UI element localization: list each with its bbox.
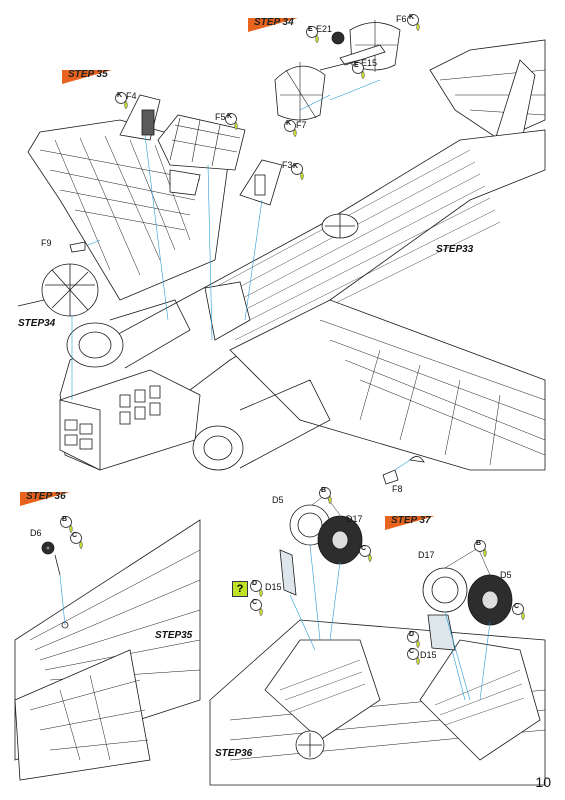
paint-code-letter: K <box>286 120 292 127</box>
paint-drop-icon <box>407 631 420 649</box>
step-36-tab-label: STEP 36 <box>26 491 66 502</box>
step-34-tab-label: STEP 34 <box>254 17 294 28</box>
paint-code-letter: C <box>514 603 520 610</box>
part-d6: D6 <box>30 528 42 538</box>
paint-code-letter: B <box>476 540 482 547</box>
page-number: 10 <box>535 774 551 790</box>
step-36-flag: STEP 36 <box>20 490 80 506</box>
step-35-flag: STEP 35 <box>62 68 122 84</box>
cockpit-canopy-drawing <box>119 94 283 206</box>
paint-code-badge: K <box>284 120 302 145</box>
paint-drop-icon <box>291 163 304 181</box>
paint-code-letter: K <box>409 14 415 21</box>
part-d15-right: D15 <box>420 650 437 660</box>
paint-drop-icon <box>250 599 263 617</box>
paint-code-letter: K <box>293 163 299 170</box>
paint-code-badge: E <box>352 62 370 87</box>
step-37-flag: STEP 37 <box>385 514 445 530</box>
help-icon: ? <box>232 581 248 597</box>
paint-code-letter: B <box>321 487 327 494</box>
paint-code-badge: B <box>60 516 78 541</box>
paint-code-letter: C <box>252 599 258 606</box>
part-d15-left: D15 <box>265 582 282 592</box>
part-e21: E21 <box>316 24 333 34</box>
part-f6: F6 <box>396 14 407 24</box>
paint-code-badge: C <box>250 599 268 624</box>
paint-code-badge: K <box>291 163 309 188</box>
paint-code-letter: C <box>409 648 415 655</box>
paint-code-badge: K <box>115 92 133 117</box>
step-35-label: STEP35 <box>155 630 193 641</box>
rear-turret-drawing <box>274 20 401 122</box>
paint-drop-icon <box>407 14 420 32</box>
part-f9: F9 <box>41 238 52 248</box>
paint-drop-icon <box>250 580 263 598</box>
paint-drop-icon <box>352 62 365 80</box>
part-d17-left: D17 <box>346 514 363 524</box>
paint-code-letter: D <box>409 631 415 638</box>
tail-detail-drawing <box>14 519 201 781</box>
paint-code-letter: K <box>227 113 233 120</box>
paint-drop-icon <box>70 532 83 550</box>
step-33-label: STEP33 <box>436 244 474 255</box>
paint-drop-icon <box>60 516 73 534</box>
part-f5: F5 <box>215 112 226 122</box>
step-36-label: STEP36 <box>215 748 253 759</box>
paint-code-badge: D <box>250 580 268 605</box>
paint-drop-icon <box>306 26 319 44</box>
paint-code-badge: B <box>474 540 492 565</box>
step-37-tab-label: STEP 37 <box>391 515 431 526</box>
flag-shape <box>248 18 298 32</box>
paint-code-badge: C <box>512 603 530 628</box>
paint-drop-icon <box>115 92 128 110</box>
part-d5-right: D5 <box>500 570 512 580</box>
step-34-label: STEP34 <box>18 318 56 329</box>
paint-code-letter: B <box>62 516 68 523</box>
flag-shape <box>385 516 435 530</box>
flag-shape <box>62 70 112 84</box>
paint-code-badge: C <box>70 532 88 557</box>
paint-drop-icon <box>474 540 487 558</box>
paint-code-letter: E <box>354 62 359 69</box>
paint-code-badge: B <box>319 487 337 512</box>
paint-drop-icon <box>512 603 525 621</box>
part-d5-left: D5 <box>272 495 284 505</box>
part-f7: F7 <box>296 120 307 130</box>
paint-drop-icon <box>319 487 332 505</box>
paint-drop-icon <box>359 545 372 563</box>
paint-code-badge: K <box>407 14 425 39</box>
paint-code-letter: C <box>361 545 367 552</box>
paint-code-badge: D <box>407 631 425 656</box>
part-e15: E15 <box>361 58 378 68</box>
paint-code-letter: E <box>308 26 313 33</box>
main-aircraft-drawing <box>17 39 546 471</box>
paint-drop-icon <box>407 648 420 666</box>
part-d17-right: D17 <box>418 550 435 560</box>
part-f4: F4 <box>126 91 137 101</box>
paint-code-letter: D <box>252 580 258 587</box>
part-f8: F8 <box>392 484 403 494</box>
step-34-flag: STEP 34 <box>248 16 308 32</box>
paint-drop-icon <box>284 120 297 138</box>
paint-code-letter: K <box>117 92 123 99</box>
part-f3: F3 <box>282 160 293 170</box>
paint-code-letter: C <box>72 532 78 539</box>
paint-code-badge: K <box>225 113 243 138</box>
landing-gear-drawing <box>209 504 546 786</box>
paint-code-badge: C <box>407 648 425 673</box>
flag-shape <box>20 492 70 506</box>
paint-drop-icon <box>225 113 238 131</box>
paint-code-badge: C <box>359 545 377 570</box>
paint-code-badge: E <box>306 26 324 51</box>
step-35-tab-label: STEP 35 <box>68 69 108 80</box>
